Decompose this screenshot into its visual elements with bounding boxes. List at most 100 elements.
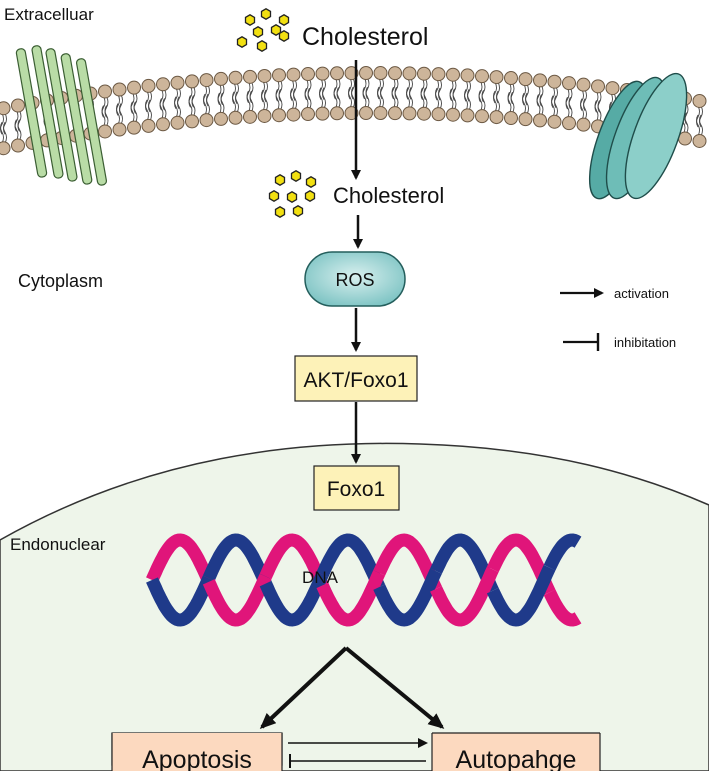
cholesterol-hexagon <box>274 206 286 218</box>
lipid-head <box>562 76 576 91</box>
lipid-head <box>605 81 620 96</box>
lipid-head <box>156 77 170 92</box>
legend-activation-label: activation <box>614 286 669 301</box>
lipid-tail <box>551 95 558 117</box>
dna-strand <box>373 533 442 592</box>
lipid-tail <box>391 86 399 109</box>
lipid-head <box>330 106 344 121</box>
lipid-tail <box>478 89 486 112</box>
lipid-head <box>417 106 431 121</box>
lipid-tail <box>449 79 457 101</box>
lipid-tail <box>14 119 22 141</box>
lipid-head <box>373 106 388 121</box>
lipid-tail <box>377 77 384 100</box>
lipid-head <box>112 82 127 97</box>
cholesterol-hexagon <box>292 205 304 217</box>
lipid-head <box>214 111 228 126</box>
lipid-head <box>388 106 402 121</box>
lipid-tail <box>261 80 268 103</box>
lipid-tail <box>493 81 500 104</box>
lipid-tail <box>435 87 442 110</box>
foxo1-label: Foxo1 <box>327 478 385 501</box>
lipid-tail <box>203 84 210 107</box>
lipid-head <box>446 67 460 82</box>
lipid-tail <box>464 80 471 102</box>
lipid-tail <box>246 90 254 113</box>
lipid-head <box>170 75 185 90</box>
lipid-head <box>692 133 707 148</box>
dna-strand <box>543 589 582 627</box>
lipid-tail <box>319 87 326 109</box>
lipid-tail <box>551 86 558 108</box>
lipid-tail <box>145 90 152 113</box>
lipid-head <box>547 74 562 89</box>
lipid-tail <box>145 99 152 122</box>
lipid-tail <box>493 90 500 113</box>
akt-foxo1-label: AKT/Foxo1 <box>303 369 408 392</box>
lipid-head <box>112 122 127 137</box>
lipid-tail <box>377 86 384 109</box>
lipid-tail <box>159 98 167 120</box>
cholesterol-hexagon <box>270 24 282 36</box>
akt-foxo1-node <box>294 355 418 402</box>
apoptosis-node-body <box>112 733 282 771</box>
lipid-head <box>417 66 431 81</box>
lipid-tail <box>174 87 181 110</box>
lipid-tail <box>232 91 239 114</box>
dna-helix-icon <box>146 533 582 627</box>
lipid-tail <box>565 96 573 119</box>
lipid-head <box>504 71 518 86</box>
lipid-tail <box>188 86 196 108</box>
lipid-head <box>315 106 330 121</box>
lipid-tail <box>696 114 703 137</box>
lipid-tail <box>275 88 283 111</box>
lipid-head <box>141 118 156 133</box>
cholesterol-molecules-icon <box>236 8 290 52</box>
lipid-tail <box>290 88 297 110</box>
lipid-tail <box>449 88 457 110</box>
lipid-tail <box>435 78 442 101</box>
cholesterol-hexagon <box>256 40 268 52</box>
lipid-tail <box>507 91 515 114</box>
lipid-head <box>330 66 344 81</box>
lipid-tail <box>275 80 283 102</box>
lipid-head <box>0 101 11 116</box>
lipid-tail <box>246 81 254 104</box>
lipid-tail <box>391 77 399 100</box>
lipid-head <box>243 69 257 84</box>
dna-strand <box>146 575 215 627</box>
foxo1-node <box>313 465 400 511</box>
dna-strand <box>146 533 215 585</box>
lipid-head <box>272 68 286 83</box>
lipid-head <box>156 117 170 132</box>
lipid-head <box>489 70 504 85</box>
cholesterol-hexagon <box>274 174 286 186</box>
lipid-head <box>185 114 199 129</box>
lipid-head <box>141 78 156 93</box>
lipid-head <box>286 67 301 82</box>
lipid-tail <box>203 93 210 116</box>
transmembrane-receptor-icon <box>15 45 108 186</box>
lipid-tail <box>333 78 341 100</box>
lipid-tail <box>261 89 268 112</box>
lipid-tail <box>406 87 413 109</box>
lipid-head <box>533 73 547 88</box>
cholesterol-inside-label: Cholesterol <box>333 183 444 208</box>
lipid-tail <box>188 95 196 117</box>
nucleus-region <box>0 442 709 771</box>
lipid-tail <box>174 96 181 118</box>
dna-strand <box>543 533 582 571</box>
lipid-head <box>359 66 373 81</box>
extracellular-label: Extracelluar <box>4 5 94 24</box>
lipid-tail <box>116 103 123 125</box>
lipid-head <box>388 66 402 81</box>
lipid-head <box>692 93 707 108</box>
dna-strand <box>259 571 329 627</box>
lipid-head <box>315 66 330 81</box>
lipid-tail <box>0 121 7 144</box>
ion-channel-icon <box>588 72 688 200</box>
cholesterol-hexagon <box>305 176 317 188</box>
autophagy-label: Autopahge <box>456 746 577 771</box>
lipid-tail <box>580 98 587 120</box>
